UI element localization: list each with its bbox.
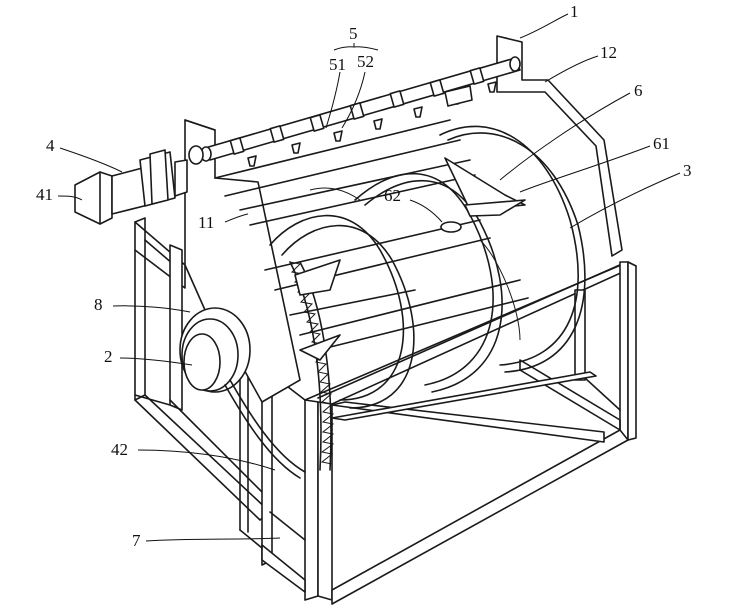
label-3: 3: [683, 161, 692, 180]
label-61: 61: [653, 134, 670, 153]
label-8: 8: [94, 295, 103, 314]
spray-pipe: [200, 56, 521, 167]
motor: [74, 145, 204, 225]
label-52: 52: [357, 52, 374, 71]
opening-62: [440, 221, 462, 233]
base-frame: [134, 217, 637, 605]
label-2: 2: [104, 347, 113, 366]
label-12: 12: [600, 43, 617, 62]
bearing-flange: [179, 307, 306, 479]
drum: [214, 119, 586, 471]
label-11: 11: [198, 213, 214, 232]
label-62: 62: [384, 186, 401, 205]
right-plate: [496, 35, 623, 257]
reference-labels: 1 12 5 51 52 6 61 3 4 41 62 11 8 2 42 7: [36, 2, 692, 550]
label-1: 1: [570, 2, 579, 21]
label-4: 4: [46, 136, 55, 155]
leader-lines: [57, 13, 681, 542]
label-5: 5: [349, 24, 358, 43]
label-6: 6: [634, 81, 643, 100]
label-51: 51: [329, 55, 346, 74]
label-41: 41: [36, 185, 53, 204]
blades: [294, 157, 526, 361]
label-42: 42: [111, 440, 128, 459]
label-7: 7: [132, 531, 141, 550]
